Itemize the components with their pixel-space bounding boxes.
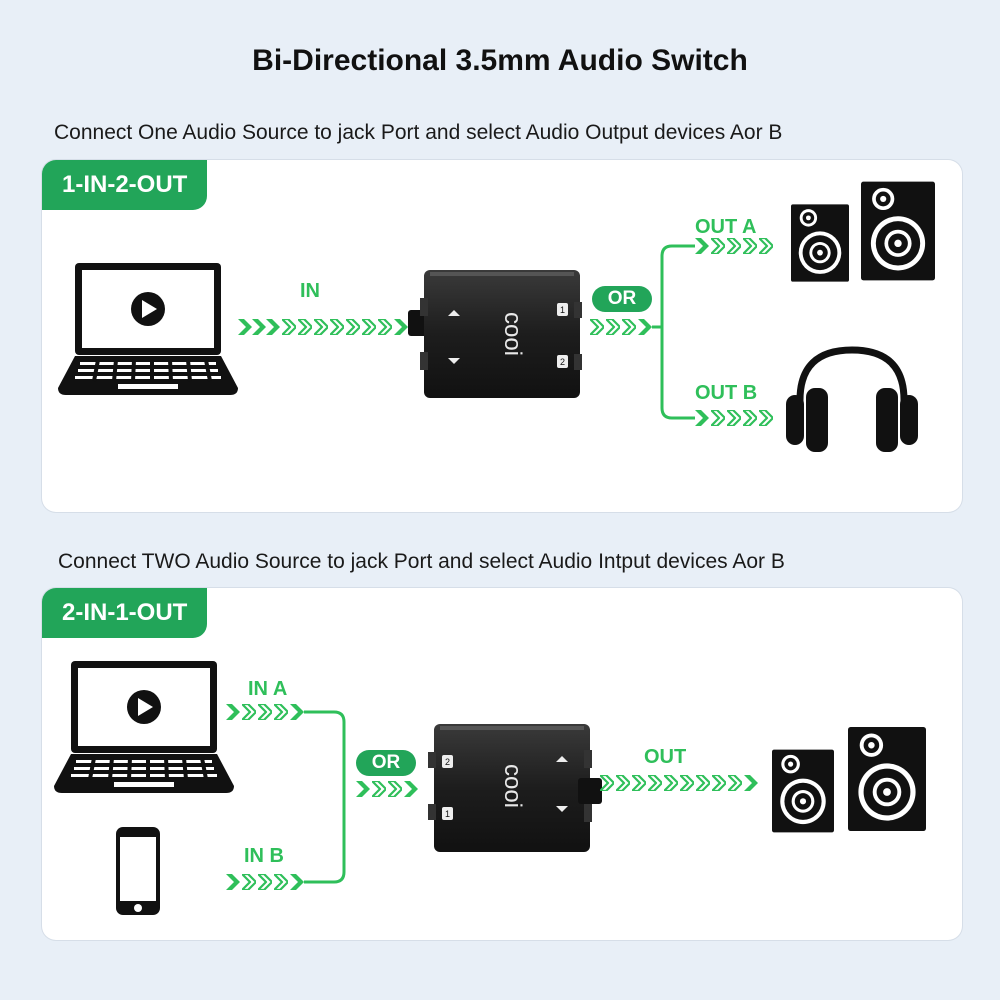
laptop-icon	[58, 263, 238, 395]
port1-label: 1	[560, 305, 565, 315]
device-logo: cooi	[499, 312, 526, 356]
section2-tag: 2-IN-1-OUT	[42, 588, 208, 638]
out-a-label: OUT A	[695, 216, 757, 238]
port1-label: 1	[445, 809, 450, 819]
speaker-icon	[772, 749, 834, 833]
or-pill: OR	[592, 286, 652, 312]
speaker-icon	[791, 204, 849, 282]
arrow-chevrons-icon	[238, 319, 408, 335]
port2-label: 2	[445, 757, 450, 767]
or-pill: OR	[356, 750, 416, 776]
in-label: IN	[300, 280, 320, 302]
page-title: Bi-Directional 3.5mm Audio Switch	[252, 44, 748, 77]
phone-icon	[116, 827, 160, 915]
in-a-label: IN A	[248, 678, 288, 700]
section1-tag: 1-IN-2-OUT	[42, 160, 208, 210]
headphones-icon	[786, 346, 918, 452]
arrow-chevrons-icon	[356, 781, 418, 797]
speaker-icon	[861, 181, 935, 281]
audio-switch-device: 2 1 cooi	[428, 724, 602, 852]
in-b-label: IN B	[244, 845, 284, 867]
port2-label: 2	[560, 357, 565, 367]
device-logo: cooi	[499, 764, 526, 808]
laptop-icon	[54, 661, 234, 793]
section2-caption: Connect TWO Audio Source to jack Port an…	[58, 550, 785, 573]
out-label: OUT	[644, 746, 687, 768]
out-b-label: OUT B	[695, 382, 758, 404]
section1-caption: Connect One Audio Source to jack Port an…	[54, 121, 783, 144]
audio-switch-device: 1 2 cooi	[408, 270, 582, 398]
arrow-chevrons-icon	[600, 775, 758, 791]
speaker-icon	[848, 727, 926, 831]
arrow-chevrons-icon	[590, 319, 652, 335]
